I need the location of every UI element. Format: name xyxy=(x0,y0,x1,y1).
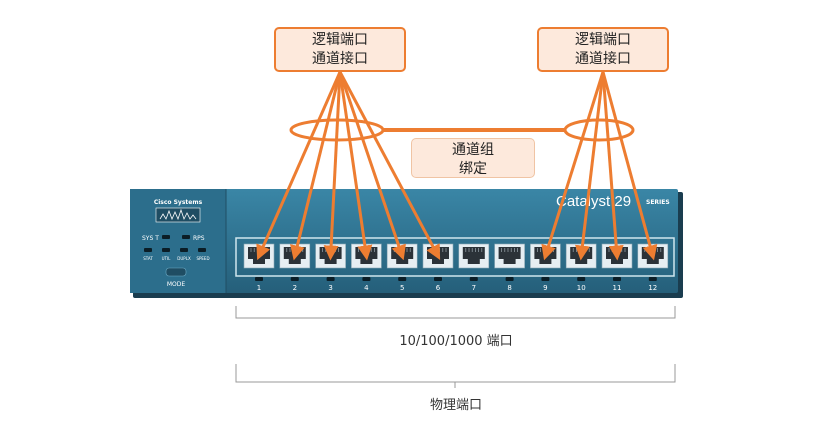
port-number-label: 4 xyxy=(364,284,369,292)
port-panel xyxy=(235,237,675,277)
physical-bracket-label: 物理端口 xyxy=(429,398,482,413)
ports-bracket xyxy=(235,306,676,319)
bundle-arrows xyxy=(256,71,658,261)
port-led xyxy=(326,277,335,281)
port-led xyxy=(362,277,371,281)
left-bundle-arrow-port-1 xyxy=(256,71,342,261)
callout-left-line2: 通道接口 xyxy=(312,51,368,67)
status-leds xyxy=(144,248,206,252)
switch-chassis: Cisco Systems SYS T RPS STAT UTIL DUPLX … xyxy=(130,189,683,298)
port-number-label: 9 xyxy=(543,284,547,292)
mode-button[interactable] xyxy=(165,267,187,277)
sys-indicator-label: SYS T xyxy=(142,235,159,242)
channel-group-callout: 通道组 绑定 xyxy=(411,138,535,178)
util-label: UTIL xyxy=(162,256,172,261)
port-led xyxy=(505,277,514,281)
ports-bracket-label: 10/100/1000 端口 xyxy=(399,334,513,349)
speed-label: SPEED xyxy=(196,256,209,261)
port-number-label: 10 xyxy=(577,284,586,292)
model-text: Catalyst 29 xyxy=(556,193,631,210)
right-bundle-arrow-port-10 xyxy=(574,71,605,261)
rj45-jack-icon xyxy=(462,247,485,264)
channel-group-line1: 通道组 xyxy=(452,142,494,158)
right-bundle-arrow-port-9 xyxy=(541,71,605,261)
port-number-label: 1 xyxy=(257,284,261,292)
port-number-label: 8 xyxy=(507,284,511,292)
left-bundle-arrow-port-2 xyxy=(290,71,342,261)
port-led xyxy=(648,277,657,281)
rps-led xyxy=(182,235,190,239)
series-text: SERIES xyxy=(646,199,670,206)
left-bundle-arrow-port-3 xyxy=(323,71,342,261)
sys-led xyxy=(162,235,170,239)
right-bundle-arrow-port-12 xyxy=(601,71,658,261)
mode-label: MODE xyxy=(167,281,186,288)
port-led xyxy=(290,277,299,281)
callout-left-line1: 逻辑端口 xyxy=(312,32,368,48)
brand-text: Cisco Systems xyxy=(154,199,203,206)
port-led xyxy=(613,277,621,281)
port-number-label: 5 xyxy=(400,284,404,292)
callout-right-line1: 逻辑端口 xyxy=(575,32,631,48)
rps-indicator-label: RPS xyxy=(193,235,205,242)
port-number-label: 2 xyxy=(293,284,297,292)
port-led xyxy=(434,277,442,281)
ethernet-port-7[interactable]: 7 xyxy=(458,243,490,292)
port-number-label: 12 xyxy=(648,284,657,292)
logical-port-callout-left: 逻辑端口 通道接口 xyxy=(274,27,406,72)
callout-right-line2: 通道接口 xyxy=(575,51,631,67)
rj45-jack-icon xyxy=(498,247,521,264)
port-led xyxy=(398,277,407,281)
port-number-label: 3 xyxy=(328,284,332,292)
port-number-label: 11 xyxy=(613,284,622,292)
logical-port-callout-right: 逻辑端口 通道接口 xyxy=(537,27,669,72)
left-bundle-arrow-port-6 xyxy=(338,71,441,260)
duplex-label: DUPLX xyxy=(177,256,191,261)
physical-bracket xyxy=(235,364,676,388)
brand-logo-icon xyxy=(155,207,201,223)
port-number-label: 6 xyxy=(436,284,441,292)
port-led xyxy=(577,277,586,281)
stat-label: STAT xyxy=(143,256,153,261)
port-led xyxy=(469,277,478,281)
port-led xyxy=(255,277,263,281)
left-bundle-arrow-port-5 xyxy=(338,71,406,261)
port-led xyxy=(541,277,550,281)
bundle-ellipse-right xyxy=(563,118,635,142)
channel-group-line2: 绑定 xyxy=(459,161,487,177)
right-bundle-arrow-port-11 xyxy=(601,71,624,261)
left-bundle-arrow-port-4 xyxy=(338,71,373,261)
ethernet-port-8[interactable]: 8 xyxy=(494,243,525,292)
port-number-label: 7 xyxy=(472,284,476,292)
